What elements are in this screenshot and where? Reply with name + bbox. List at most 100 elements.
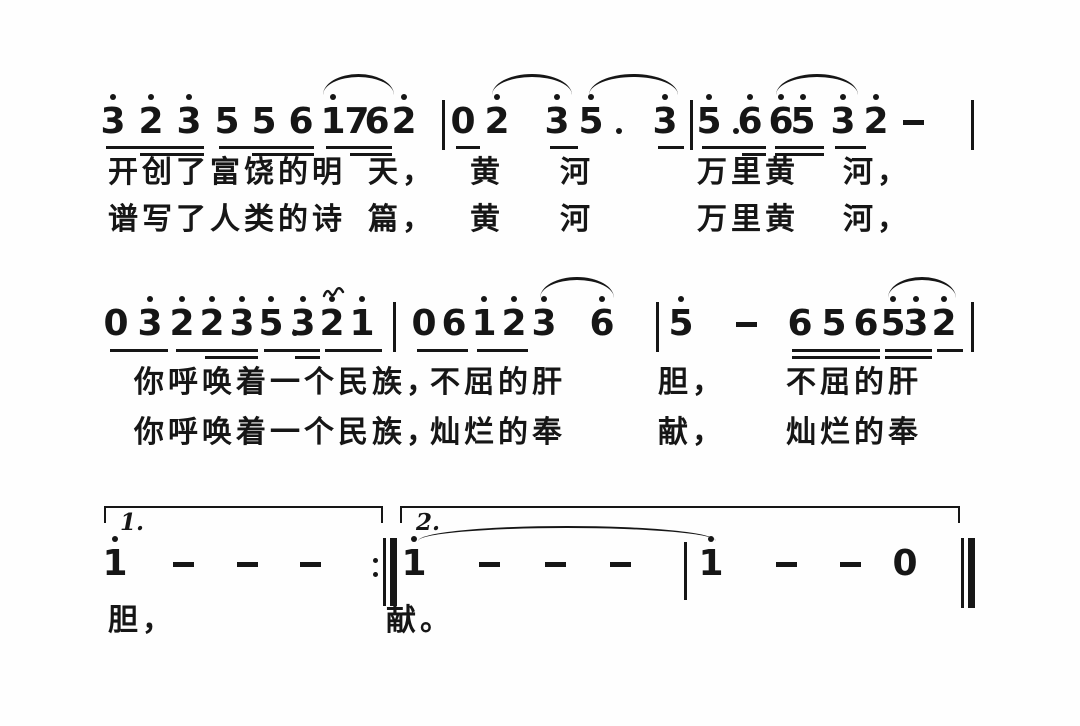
- note: 3: [830, 94, 856, 140]
- beam-underline: [326, 146, 392, 149]
- note: 6: [364, 101, 390, 142]
- octave-dot: [401, 94, 407, 100]
- repeat-barline: [390, 538, 397, 606]
- octave-dot: [300, 296, 306, 302]
- octave-dot: [481, 296, 487, 302]
- note: 1: [320, 94, 346, 140]
- beam-underline: [477, 349, 528, 352]
- note: 2: [484, 94, 510, 140]
- octave-dot: [179, 296, 185, 302]
- rest-note: 0: [103, 303, 129, 344]
- augmentation-dot: [733, 128, 739, 134]
- slur-arc: [492, 74, 572, 95]
- note: 7: [344, 101, 370, 142]
- lyric-text: 灿烂的奉: [430, 415, 566, 450]
- octave-dot: [747, 94, 753, 100]
- lyric-text: 河，: [843, 202, 911, 237]
- lyric-text: 胆，: [108, 603, 176, 638]
- lyric-text: 河: [560, 202, 594, 237]
- note: 6: [441, 303, 467, 344]
- note: 1: [471, 296, 497, 342]
- octave-dot: [186, 94, 192, 100]
- note: 2: [863, 94, 889, 140]
- augmentation-dot: [616, 128, 622, 134]
- octave-dot: [359, 296, 365, 302]
- lyric-text: 你呼唤着一个民族，: [134, 415, 440, 450]
- note: 6: [768, 94, 794, 140]
- tie-arc: [418, 526, 716, 541]
- octave-dot: [112, 536, 118, 542]
- beam-underline: [264, 349, 320, 352]
- rest-note: 0: [450, 101, 476, 142]
- lyric-text: 你呼唤着一个民族，: [134, 365, 440, 400]
- octave-dot: [913, 296, 919, 302]
- octave-dot: [148, 94, 154, 100]
- octave-dot: [890, 296, 896, 302]
- note: 5: [258, 296, 284, 342]
- slur-arc: [888, 277, 956, 298]
- octave-dot: [800, 94, 806, 100]
- octave-dot: [873, 94, 879, 100]
- final-barline: [968, 538, 975, 608]
- note: 3: [176, 94, 202, 140]
- note: 2: [199, 296, 225, 342]
- note: 5: [880, 296, 906, 342]
- beam-underline: [775, 153, 824, 156]
- duration-dash: [300, 562, 321, 567]
- beam-underline: [775, 146, 824, 149]
- lyric-text: 谱写了人类的诗: [108, 202, 346, 237]
- beam-underline: [350, 153, 392, 156]
- note: 3: [903, 296, 929, 342]
- note: 2: [501, 296, 527, 342]
- lyric-text: 献，: [658, 415, 726, 450]
- beam-underline: [885, 356, 932, 359]
- note: 1: [349, 296, 375, 342]
- note: 1: [698, 536, 724, 582]
- lyric-text: 黄: [470, 155, 504, 190]
- repeat-dot: [373, 572, 378, 577]
- rest-note: 0: [411, 303, 437, 344]
- note: 3: [229, 296, 255, 342]
- ending-label: 1.: [120, 509, 145, 536]
- repeat-barline: [383, 538, 386, 606]
- note: 6: [589, 296, 615, 342]
- note: 5: [214, 101, 240, 142]
- beam-underline: [140, 153, 204, 156]
- ending-label: 2.: [416, 509, 441, 536]
- slur-arc: [776, 74, 858, 95]
- octave-dot: [588, 94, 594, 100]
- lyric-text: 不屈的肝: [430, 365, 566, 400]
- lyric-text: 献。: [386, 603, 454, 638]
- barline: [656, 302, 659, 352]
- octave-dot: [494, 94, 500, 100]
- octave-dot: [147, 296, 153, 302]
- lyric-text: 万里黄: [697, 155, 799, 190]
- beam-underline: [295, 356, 320, 359]
- note: 1: [102, 536, 128, 582]
- barline: [690, 100, 693, 150]
- beam-underline: [658, 146, 684, 149]
- lyric-text: 开创了富饶的明: [108, 155, 346, 190]
- duration-dash: [903, 120, 924, 125]
- note: 6: [853, 303, 879, 344]
- note: 1: [401, 536, 427, 582]
- duration-dash: [173, 562, 194, 567]
- note: 2: [319, 296, 345, 342]
- lyric-text: 万里黄: [697, 202, 799, 237]
- barline: [393, 302, 396, 352]
- octave-dot: [662, 94, 668, 100]
- octave-dot: [209, 296, 215, 302]
- duration-dash: [776, 562, 797, 567]
- beam-underline: [937, 349, 963, 352]
- slur-arc: [589, 74, 678, 95]
- note: 3: [290, 296, 316, 342]
- augmentation-dot: [292, 330, 298, 336]
- octave-dot: [511, 296, 517, 302]
- beam-underline: [219, 146, 314, 149]
- note: 5: [578, 94, 604, 140]
- note: 2: [138, 94, 164, 140]
- note: 3: [100, 94, 126, 140]
- duration-dash: [237, 562, 258, 567]
- note: 6: [787, 303, 813, 344]
